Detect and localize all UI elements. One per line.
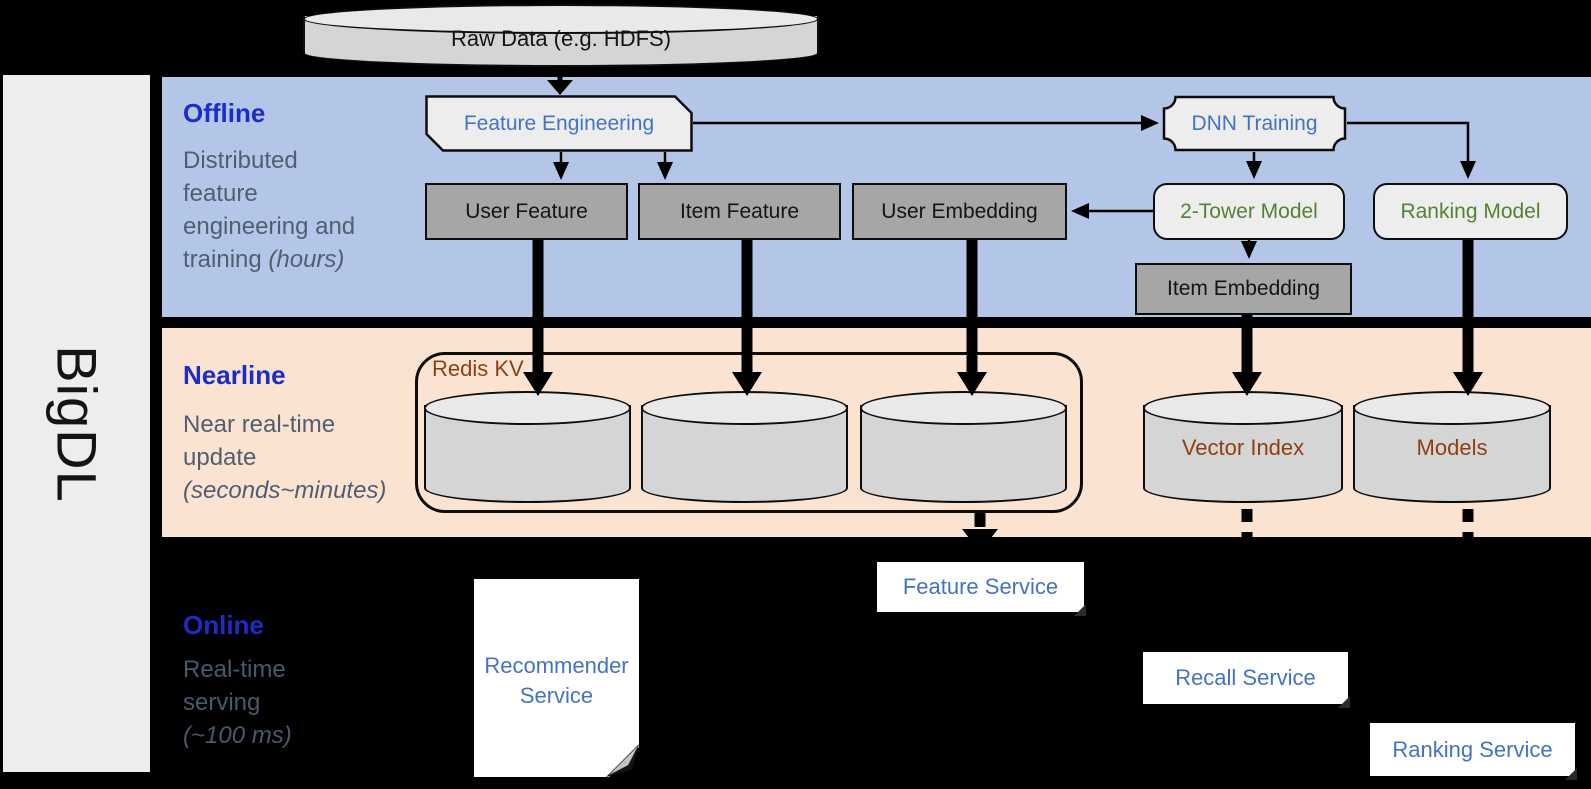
nearline-lane-title: Nearline bbox=[183, 360, 286, 390]
recall-service-label: Recall Service bbox=[1175, 665, 1316, 690]
nearline-desc-line1: Near real-time bbox=[183, 411, 336, 438]
clipped-corner-shape bbox=[425, 95, 693, 152]
cylinder-top bbox=[1353, 391, 1551, 425]
ranking-service-label: Ranking Service bbox=[1392, 736, 1553, 762]
cylinder-top bbox=[303, 4, 819, 34]
offline-lane-description: Distributed feature engineering and trai… bbox=[183, 144, 433, 276]
online-desc-line1: Real-time bbox=[183, 656, 286, 683]
raw-data-store: Raw Data (e.g. HDFS) bbox=[303, 4, 819, 67]
ranking-model-node: Ranking Model bbox=[1373, 183, 1568, 240]
vector-index-store: Vector Index bbox=[1143, 391, 1343, 503]
offline-desc-line2: feature bbox=[183, 180, 258, 207]
nearline-desc-line3: (seconds~minutes) bbox=[183, 477, 387, 504]
cylinder-body bbox=[424, 405, 631, 503]
nearline-lane-description: Near real-time update (seconds~minutes) bbox=[183, 408, 443, 507]
cylinder-top bbox=[860, 391, 1067, 425]
online-desc-line3: (~100 ms) bbox=[183, 722, 292, 749]
models-label: Models bbox=[1416, 435, 1488, 460]
item-feature-label: Item Feature bbox=[679, 199, 800, 223]
bigdl-logo-text: BigDL bbox=[45, 344, 108, 503]
user-embedding-label: User Embedding bbox=[881, 199, 1038, 223]
cylinder-top bbox=[1143, 391, 1343, 425]
bigdl-sidebar: BigDL bbox=[3, 75, 150, 772]
offline-desc-line1: Distributed bbox=[183, 147, 298, 174]
two-tower-model-node: 2-Tower Model bbox=[1153, 183, 1345, 240]
two-tower-model-label: 2-Tower Model bbox=[1180, 199, 1318, 223]
cylinder-top bbox=[424, 391, 631, 425]
page-fold-icon bbox=[1565, 768, 1577, 780]
feature-engineering-node: Feature Engineering bbox=[425, 95, 693, 152]
offline-lane-title: Offline bbox=[183, 98, 266, 128]
document-shape bbox=[474, 579, 639, 777]
offline-desc-line3: engineering and bbox=[183, 213, 356, 240]
online-lane-title: Online bbox=[183, 610, 264, 640]
dnn-training-label: DNN Training bbox=[1191, 111, 1318, 135]
redis-store-cylinder-1 bbox=[424, 391, 631, 503]
models-store: Models bbox=[1353, 391, 1551, 503]
cylinder-top bbox=[641, 391, 848, 425]
ranking-model-label: Ranking Model bbox=[1400, 199, 1541, 223]
feature-service-node: Feature Service bbox=[877, 562, 1086, 616]
redis-store-cylinder-3 bbox=[860, 391, 1067, 503]
recommender-service-node: Recommender Service bbox=[474, 579, 639, 777]
redis-store-cylinder-2 bbox=[641, 391, 848, 503]
cylinder-body bbox=[1143, 405, 1343, 503]
item-feature-node: Item Feature bbox=[638, 183, 841, 240]
ranking-service-node: Ranking Service bbox=[1370, 723, 1577, 780]
nearline-desc-line2: update bbox=[183, 444, 257, 471]
user-feature-label: User Feature bbox=[465, 199, 588, 223]
plaque-shape bbox=[1162, 95, 1347, 152]
page-fold-icon bbox=[1338, 696, 1350, 708]
recall-service-node: Recall Service bbox=[1143, 652, 1350, 708]
raw-data-label: Raw Data (e.g. HDFS) bbox=[450, 26, 672, 51]
item-embedding-node: Item Embedding bbox=[1135, 263, 1352, 315]
user-feature-node: User Feature bbox=[425, 183, 628, 240]
item-embedding-label: Item Embedding bbox=[1167, 277, 1320, 300]
redis-kv-label: Redis KV bbox=[432, 356, 524, 381]
page-fold-icon bbox=[1074, 604, 1086, 616]
offline-desc-line4: training (hours) bbox=[183, 246, 345, 273]
vector-index-label: Vector Index bbox=[1181, 435, 1305, 460]
user-embedding-node: User Embedding bbox=[852, 183, 1067, 240]
recommender-service-label: Recommender Service bbox=[484, 653, 629, 708]
dnn-training-node: DNN Training bbox=[1162, 95, 1347, 152]
feature-engineering-label: Feature Engineering bbox=[463, 111, 655, 135]
online-lane-description: Real-time serving (~100 ms) bbox=[183, 653, 423, 752]
online-desc-line2: serving bbox=[183, 689, 261, 716]
feature-service-label: Feature Service bbox=[902, 574, 1059, 599]
